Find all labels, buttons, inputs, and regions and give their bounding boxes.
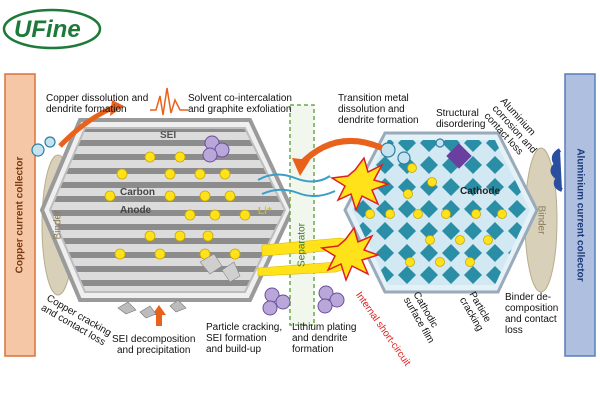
binder-right-label: Binder — [535, 205, 547, 235]
svg-text:UFine: UFine — [14, 16, 81, 43]
li-ion-label: Li⁺ — [258, 206, 273, 217]
bubbles — [31, 136, 445, 165]
anode-crack-debris — [199, 253, 241, 283]
copper-collector-label: Copper current collector — [14, 156, 26, 274]
sei-up-arrow — [152, 305, 166, 326]
carbon-label: Carbon — [120, 187, 155, 198]
aluminium-collector-label: Aluminium current collector — [574, 148, 586, 282]
exfoliation-peaks — [150, 87, 188, 116]
cathode-purple-diamond — [446, 143, 472, 169]
short-circuit-burst-bottom — [319, 226, 381, 283]
copper-collector — [4, 73, 36, 357]
aluminium-corrosion-shape — [550, 148, 563, 192]
separator-label: Separator — [296, 223, 308, 267]
li-particles-cathode — [365, 163, 507, 267]
solvent-lines — [257, 173, 336, 197]
purple-clusters — [202, 135, 345, 316]
copper-dissolution-arrow — [58, 105, 114, 148]
transition-metal-arrow — [297, 138, 384, 168]
short-circuit-burst-top — [329, 156, 391, 213]
ufine-logo: UFine — [2, 8, 102, 50]
sei-debris — [117, 299, 187, 319]
separator-shape — [289, 104, 315, 326]
sei-label: SEI — [160, 130, 177, 141]
binder-left-label: Binder — [52, 210, 64, 240]
aluminium-collector — [564, 73, 596, 357]
li-particles-anode — [104, 151, 251, 260]
anode-label: Anode — [120, 205, 152, 216]
cathode-label: Cathode — [460, 186, 500, 197]
